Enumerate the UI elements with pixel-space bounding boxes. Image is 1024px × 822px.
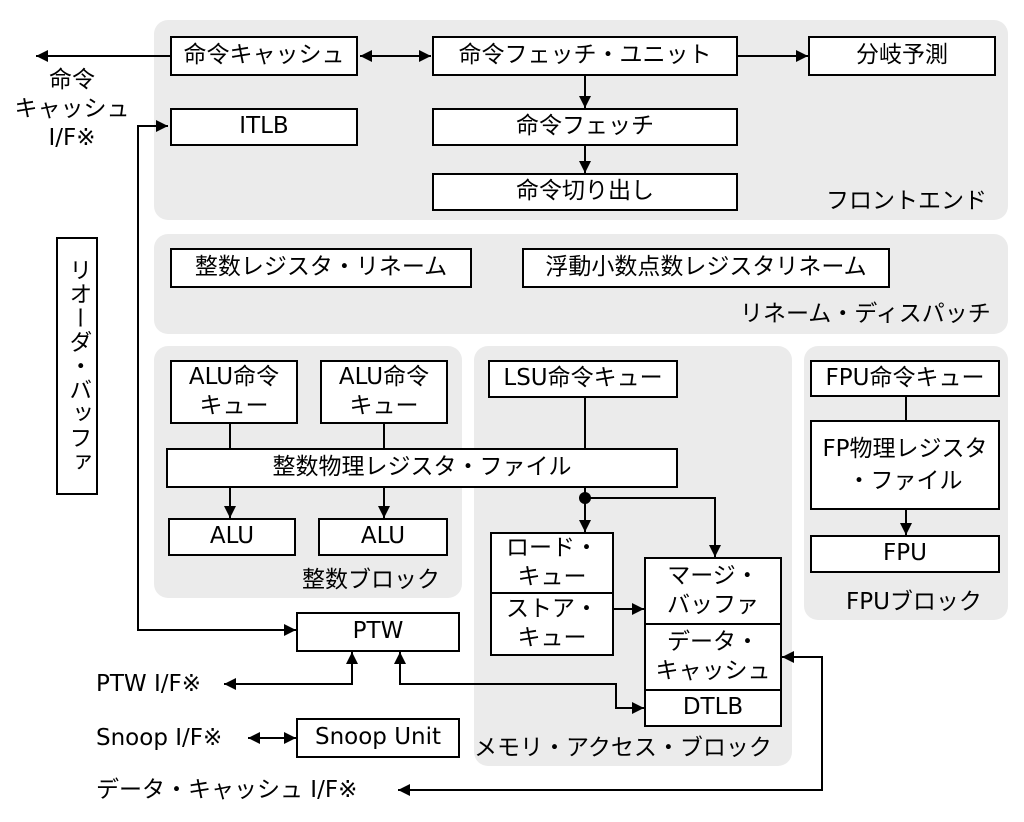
instruction-fetch-box: 命令フェッチ [432,108,738,146]
instruction-cache-box: 命令キャッシュ [170,36,358,76]
fpu-block-label: FPUブロック [846,589,982,615]
rename-dispatch-label: リネーム・ディスパッチ [740,301,991,327]
dcache-if-arrow [398,651,823,796]
branch-prediction-box: 分岐予測 [808,36,996,76]
dcache-interface-label: データ・キャッシュ I/F※ [96,777,358,803]
reorder-buffer-box: リオーダ・バッファ [56,237,98,495]
load-queue-box: ロード・ キュー [490,532,614,594]
ptw-interface-label: PTW I/F※ [96,671,202,697]
integer-register-file-box: 整数物理レジスタ・ファイル [166,448,678,488]
alu-2-box: ALU [318,518,448,556]
fp-register-file-box: FP物理レジスタ ・ファイル [810,420,1000,510]
icache-interface-label: 命令 キャッシュ I/F※ [14,67,130,151]
ptw-itlb-wire [137,120,296,636]
dtlb-box: DTLB [644,689,782,727]
lsuq-junction-dot [579,492,591,504]
ptw-box: PTW [296,612,460,652]
instruction-fetch-unit-box: 命令フェッチ・ユニット [432,36,738,76]
dtlb-ptw-arrow [394,652,644,714]
snoop-interface-label: Snoop I/F※ [96,725,223,751]
itlb-box: ITLB [170,108,358,146]
instruction-extract-box: 命令切り出し [432,173,738,211]
data-cache-box: データ・ キャッシュ [644,623,782,691]
frontend-label: フロントエンド [826,188,987,214]
integer-register-rename-box: 整数レジスタ・リネーム [170,248,472,288]
lsuq-merge-arrow [585,497,721,557]
fpu-box: FPU [810,535,1000,573]
alu-1-box: ALU [168,518,296,556]
snoop-unit-box: Snoop Unit [296,718,460,758]
merge-buffer-box: マージ・ バッファ [644,557,782,625]
store-queue-box: ストア・ キュー [490,592,614,656]
alu-queue-2-box: ALU命令 キュー [320,360,448,424]
integer-block-label: 整数ブロック [302,567,440,593]
fpu-queue-box: FPU命令キュー [810,360,1000,397]
ptw-if-arrow [224,652,358,690]
alu-queue-1-box: ALU命令 キュー [170,360,298,424]
fp-register-rename-box: 浮動小数点数レジスタリネーム [522,248,890,288]
lsu-queue-box: LSU命令キュー [488,360,678,398]
